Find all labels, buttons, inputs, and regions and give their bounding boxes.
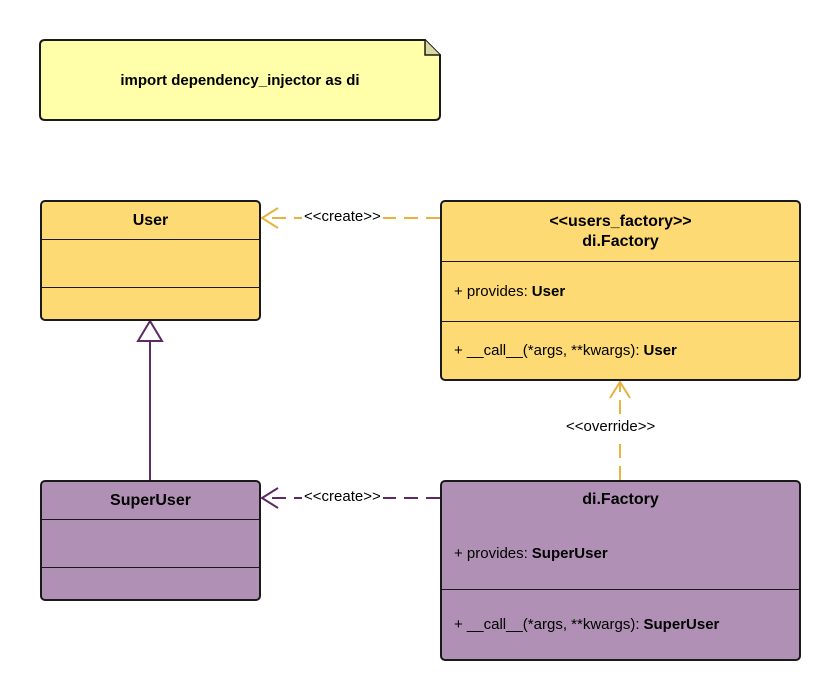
override-arrowhead <box>609 380 631 399</box>
users-factory-call-label: + __call__(*args, **kwargs): <box>454 342 640 359</box>
superuser-factory-provides: + provides: SuperUser <box>442 517 799 589</box>
override-label: <<override>> <box>564 418 658 436</box>
superuser-factory-title: di.Factory <box>442 482 799 517</box>
user-methods-section <box>42 287 259 319</box>
user-class[interactable]: User <box>40 200 261 321</box>
inheritance-arrowhead <box>136 319 164 342</box>
note-text: import dependency_injector as di <box>120 71 360 89</box>
users-factory-name: di.Factory <box>582 232 659 250</box>
create-bottom-label: <<create>> <box>302 488 383 506</box>
user-class-name: User <box>132 211 169 229</box>
superuser-class[interactable]: SuperUser <box>40 480 261 601</box>
users-factory-call-type: User <box>643 342 677 359</box>
users-factory-title: <<users_factory>> di.Factory <box>442 202 799 261</box>
users-factory-provides-label: + provides: <box>454 283 528 300</box>
users-factory-provides-type: User <box>531 283 566 300</box>
user-attributes-section <box>42 239 259 287</box>
create-top-label: <<create>> <box>302 208 383 226</box>
superuser-attributes-section <box>42 519 259 567</box>
users-factory-provides: + provides: User <box>442 261 799 321</box>
create-bottom-arrowhead <box>260 487 279 509</box>
superuser-factory-call-label: + __call__(*args, **kwargs): <box>454 616 640 633</box>
superuser-factory-name: di.Factory <box>582 490 659 508</box>
superuser-factory-call: + __call__(*args, **kwargs): SuperUser <box>442 589 799 659</box>
create-top-arrowhead <box>260 207 279 229</box>
note-fold <box>424 40 440 56</box>
superuser-methods-section <box>42 567 259 599</box>
user-class-title: User <box>42 202 259 239</box>
superuser-factory-provides-type: SuperUser <box>531 544 608 562</box>
users-factory-class[interactable]: <<users_factory>> di.Factory + provides:… <box>440 200 801 381</box>
users-factory-stereotype: <<users_factory>> <box>549 212 692 230</box>
superuser-class-name: SuperUser <box>110 491 191 509</box>
superuser-class-title: SuperUser <box>42 482 259 519</box>
superuser-factory-class[interactable]: di.Factory + provides: SuperUser + __cal… <box>440 480 801 661</box>
users-factory-call: + __call__(*args, **kwargs): User <box>442 321 799 379</box>
superuser-factory-call-type: SuperUser <box>643 616 720 633</box>
superuser-factory-provides-label: + provides: <box>454 544 528 562</box>
note-shape <box>39 39 441 121</box>
